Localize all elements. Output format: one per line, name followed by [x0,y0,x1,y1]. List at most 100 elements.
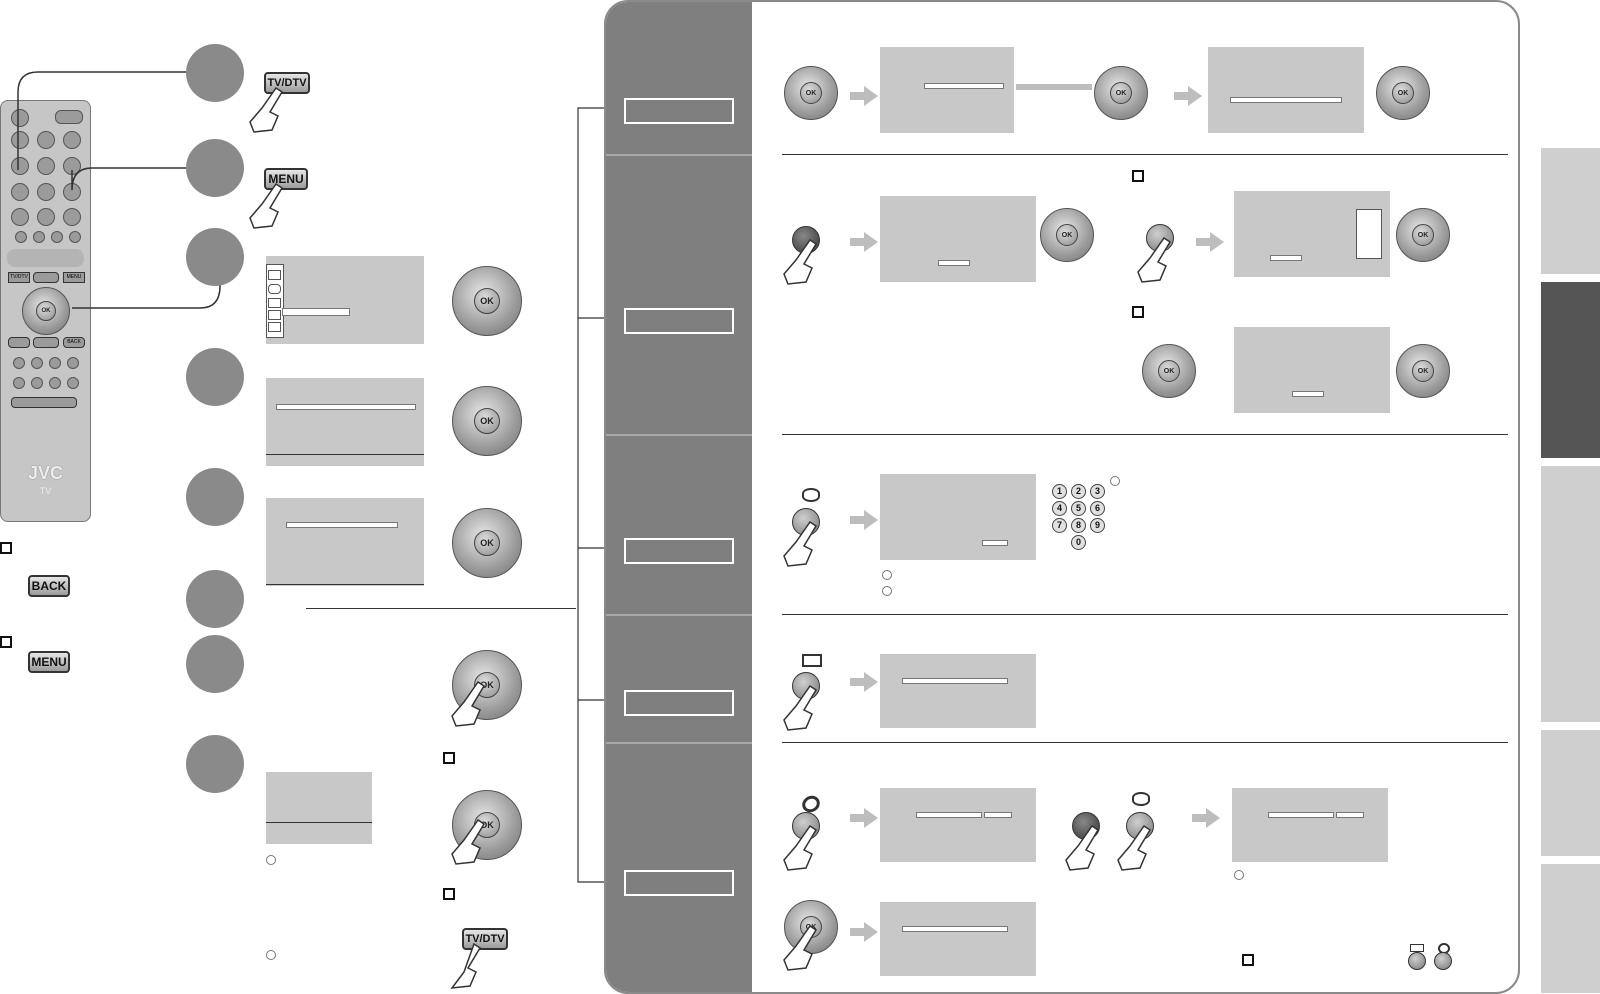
ok-button[interactable]: OK [1412,224,1434,246]
nav-dial[interactable] [1142,344,1196,398]
separator [606,742,752,744]
remote-key[interactable] [13,377,25,389]
ok-button[interactable]: OK [1056,224,1078,246]
record-button[interactable] [1408,952,1426,970]
remote-key[interactable] [49,357,61,369]
flow-arrow [850,232,878,252]
input-field[interactable] [1292,391,1324,397]
ok-button[interactable]: OK [800,82,822,104]
remote-key[interactable] [15,231,27,243]
ok-button[interactable]: OK [1158,360,1180,382]
function-label-4[interactable] [624,690,734,716]
numkey-5[interactable]: 5 [1071,501,1086,516]
remote-menu-key[interactable]: MENU [63,272,85,283]
selected-row[interactable] [924,83,1004,89]
remote-key-row[interactable] [11,397,77,408]
remote-key[interactable] [51,231,63,243]
setup-icon [268,298,281,308]
selected-row[interactable] [1268,812,1334,818]
section-tab[interactable] [1541,864,1600,993]
numkey-0[interactable]: 0 [1071,535,1086,550]
remote-key[interactable] [33,337,59,348]
remote-key[interactable] [11,208,29,226]
text-button[interactable] [1126,812,1154,840]
step-circle [186,348,244,406]
remote-key[interactable] [37,183,55,201]
remote-key[interactable] [37,157,55,175]
remote-key[interactable] [8,337,30,348]
ok-button[interactable]: OK [474,530,500,556]
remote-power-key[interactable] [55,110,83,124]
numkey-1[interactable]: 1 [1052,484,1067,499]
numkey-6[interactable]: 6 [1090,501,1105,516]
remote-key[interactable] [13,357,25,369]
function-label-3[interactable] [624,538,734,564]
section-tab[interactable] [1541,730,1600,856]
remote-key[interactable] [37,131,55,149]
section-tab-active[interactable] [1541,282,1600,458]
nav-dial[interactable] [1376,66,1430,120]
remote-brand: JVC [27,463,63,483]
option-list[interactable] [1356,209,1382,259]
remote-key[interactable] [63,131,81,149]
numkey-7[interactable]: 7 [1052,518,1067,533]
menu-button-note[interactable]: MENU [28,651,70,673]
remote-back-key[interactable]: BACK [63,337,85,348]
ok-button[interactable]: OK [474,408,500,434]
row4-screen [880,654,1036,728]
note-marker [0,542,12,554]
selected-row[interactable] [902,678,1008,684]
remote-key[interactable] [33,272,59,283]
input-field[interactable] [982,540,1008,546]
color-button[interactable] [1146,224,1174,252]
section-tab[interactable] [1541,466,1600,722]
guide-button[interactable] [1434,952,1452,970]
selected-row[interactable] [276,404,416,410]
remote-key[interactable] [67,377,79,389]
remote-key[interactable] [33,231,45,243]
remote-key[interactable] [67,357,79,369]
remote-key[interactable] [63,208,81,226]
remote-key[interactable] [37,208,55,226]
highlighted-menu-row[interactable] [282,308,350,316]
function-label-2[interactable] [624,308,734,334]
input-field[interactable] [1270,255,1302,261]
remote-key[interactable] [11,131,29,149]
input-field[interactable] [938,260,970,266]
step-circle [186,735,244,793]
remote-key[interactable] [11,157,29,175]
ok-button[interactable]: OK [1110,82,1132,104]
numkey-8[interactable]: 8 [1071,518,1086,533]
flow-arrow [850,922,878,942]
ok-button[interactable]: OK [474,672,500,698]
numkey-9[interactable]: 9 [1090,518,1105,533]
selected-value[interactable] [1336,812,1364,818]
note-marker [0,636,12,648]
pointing-hand-icon [1065,824,1100,871]
row1-screen-a [880,47,1014,133]
section-tab[interactable] [1541,148,1600,274]
nav-dial[interactable] [1396,208,1450,262]
selected-row[interactable] [916,812,982,818]
back-button[interactable]: BACK [28,575,70,597]
selected-row[interactable] [902,926,1008,932]
remote-key[interactable] [11,183,29,201]
selected-value[interactable] [984,812,1012,818]
numkey-2[interactable]: 2 [1071,484,1086,499]
remote-tvdtv-key[interactable]: TV/DTV [8,272,30,283]
numkey-3[interactable]: 3 [1090,484,1105,499]
remote-key[interactable] [69,231,81,243]
selected-row[interactable] [1230,97,1342,103]
numkey-4[interactable]: 4 [1052,501,1067,516]
ok-button[interactable]: OK [1412,360,1434,382]
selected-row[interactable] [286,522,398,528]
function-label-1[interactable] [624,98,734,124]
ok-button[interactable]: OK [474,288,500,314]
remote-key[interactable] [31,377,43,389]
function-label-5[interactable] [624,870,734,896]
ok-button[interactable]: OK [1392,82,1414,104]
remote-key[interactable] [49,377,61,389]
remote-key[interactable] [11,109,29,127]
remote-key[interactable] [31,357,43,369]
remote-ok-key[interactable]: OK [36,301,56,321]
